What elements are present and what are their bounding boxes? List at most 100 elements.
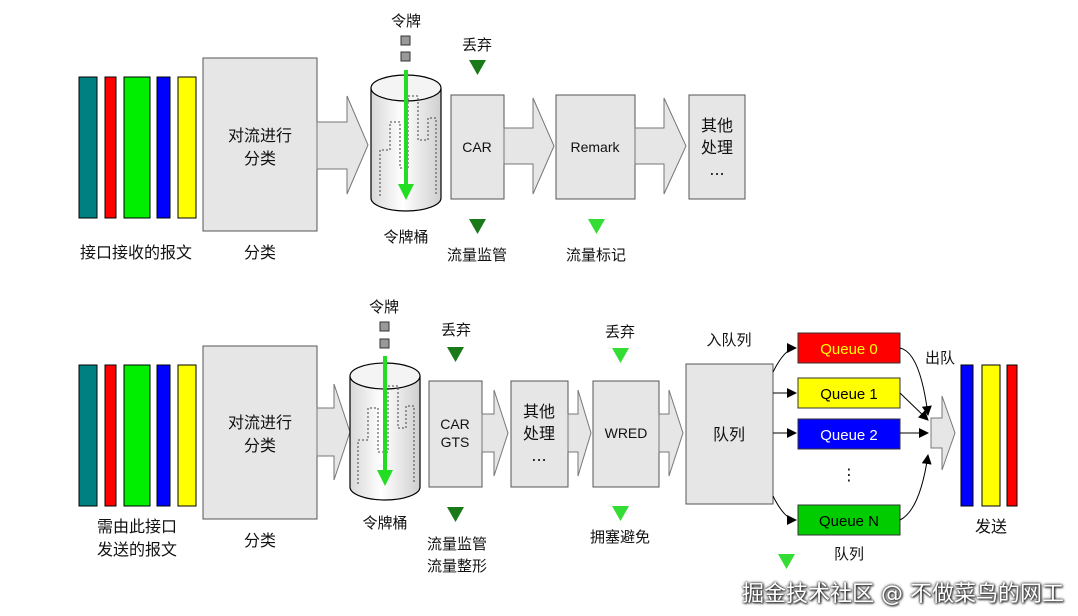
bottom-packets xyxy=(78,364,197,507)
bottom-flow-arrow-4 xyxy=(658,389,684,477)
enqueue-lines xyxy=(772,343,797,525)
queue-2 xyxy=(797,418,901,450)
bottom-discard-label-2: 丢弃 xyxy=(605,323,635,341)
packet-blue xyxy=(156,76,171,219)
bottom-flow-arrow-5 xyxy=(930,395,956,471)
top-flow-arrow-1 xyxy=(316,95,369,195)
sent-packets xyxy=(960,364,1018,507)
top-flow-arrow-2 xyxy=(503,97,555,195)
bottom-flow-arrow-1 xyxy=(316,383,351,481)
top-token-1 xyxy=(400,35,411,46)
bottom-token-label: 令牌 xyxy=(369,298,399,316)
bottom-queue-box-text: 队列 xyxy=(713,425,745,444)
bottom-discard-label-1: 丢弃 xyxy=(441,321,471,339)
top-other-text-3: ... xyxy=(709,160,724,179)
top-packets xyxy=(78,76,197,219)
bottom-flow-arrow-2 xyxy=(481,389,509,477)
bottom-wred-text: WRED xyxy=(605,425,648,441)
queue-list: Queue 0 Queue 1 Queue 2 ⋮ Queue N xyxy=(797,332,901,536)
top-flow-arrow-3 xyxy=(634,97,687,195)
bottom-car-text: CAR xyxy=(440,416,470,432)
top-policing-triangle xyxy=(469,219,486,234)
top-policing-label: 流量监管 xyxy=(447,246,507,264)
top-discard-triangle xyxy=(469,60,486,75)
queue-2-label: Queue 2 xyxy=(820,427,878,444)
queue-ellipsis: ⋮ xyxy=(841,465,857,484)
bottom-token-2 xyxy=(379,338,390,349)
bottom-wred-box xyxy=(592,380,660,488)
bottom-classify-text-2: 分类 xyxy=(244,436,276,455)
bottom-enqueue-label: 入队列 xyxy=(706,331,751,349)
bottom-token-1 xyxy=(379,321,390,332)
bottom-discard-triangle-2 xyxy=(612,348,629,363)
top-classify-text-1: 对流进行 xyxy=(228,126,292,145)
bottom-classify-box xyxy=(202,345,318,520)
bottom-car-gts-box xyxy=(428,380,483,488)
sent-packet-red xyxy=(1006,364,1018,507)
bottom-gts-text: GTS xyxy=(441,434,470,450)
top-car-box xyxy=(450,94,505,200)
top-car-text: CAR xyxy=(462,139,492,155)
packet-blue xyxy=(156,364,171,507)
queue-1 xyxy=(797,377,901,409)
top-bucket-label: 令牌桶 xyxy=(383,228,428,246)
bottom-token-bucket xyxy=(349,356,421,501)
bottom-flow-arrow-3 xyxy=(567,389,592,477)
bottom-packets-label-1: 需由此接口 xyxy=(97,517,177,536)
bottom-bucket-label: 令牌桶 xyxy=(362,514,407,532)
bottom-other-text-3: ... xyxy=(531,446,546,465)
bottom-discard-triangle-1 xyxy=(447,347,464,362)
top-remark-text: Remark xyxy=(570,139,620,155)
top-other-box xyxy=(688,94,746,200)
bottom-congestion-label: 拥塞避免 xyxy=(590,528,650,546)
top-classify-label: 分类 xyxy=(244,243,276,262)
bottom-queue-box xyxy=(685,363,774,505)
queue-0 xyxy=(797,332,901,364)
bottom-queue-label: 队列 xyxy=(834,545,864,563)
top-discard-label: 丢弃 xyxy=(462,36,492,54)
top-other-text-1: 其他 xyxy=(701,116,733,135)
top-marking-triangle xyxy=(588,219,605,234)
top-remark-box xyxy=(555,94,636,200)
packet-yellow xyxy=(177,76,197,219)
bottom-other-box xyxy=(510,380,569,488)
packet-yellow xyxy=(177,364,197,507)
queue-1-label: Queue 1 xyxy=(820,386,878,403)
sent-packet-yellow xyxy=(981,364,1001,507)
bottom-classify-label: 分类 xyxy=(244,531,276,550)
top-row: 接口接收的报文 对流进行 分类 分类 令牌 令牌桶 丢弃 CAR 流量监管 xyxy=(78,12,746,264)
bottom-packets-label-2: 发送的报文 xyxy=(97,540,177,559)
bottom-dequeue-label: 出队 xyxy=(925,349,955,367)
bottom-other-text-1: 其他 xyxy=(523,402,555,421)
bottom-classify-text-1: 对流进行 xyxy=(228,413,292,432)
bottom-congestion-triangle xyxy=(612,506,629,521)
packet-green xyxy=(123,76,151,219)
bottom-policing-label-2: 流量整形 xyxy=(427,557,487,575)
queue-n-label: Queue N xyxy=(819,513,879,530)
bottom-policing-triangle xyxy=(447,507,464,522)
top-packets-label: 接口接收的报文 xyxy=(80,243,192,262)
packet-teal xyxy=(78,76,98,219)
bottom-row: 需由此接口 发送的报文 对流进行 分类 分类 令牌 令牌桶 丢弃 CAR GTS… xyxy=(78,298,1018,575)
top-token-2 xyxy=(400,51,411,62)
top-other-text-2: 处理 xyxy=(701,138,733,157)
queue-0-label: Queue 0 xyxy=(820,341,878,358)
bottom-queue-triangle xyxy=(778,554,795,569)
top-marking-label: 流量标记 xyxy=(566,246,626,264)
packet-red xyxy=(104,364,117,507)
packet-green xyxy=(123,364,151,507)
packet-teal xyxy=(78,364,98,507)
bottom-policing-label-1: 流量监管 xyxy=(427,535,487,553)
packet-red xyxy=(104,76,117,219)
top-classify-box xyxy=(202,57,318,232)
bottom-send-label: 发送 xyxy=(975,517,1007,536)
dequeue-lines xyxy=(899,347,932,521)
sent-packet-blue xyxy=(960,364,974,507)
top-token-label: 令牌 xyxy=(391,12,421,30)
bottom-other-text-2: 处理 xyxy=(523,424,555,443)
watermark: 掘金技术社区 @ 不做菜鸟的网工 xyxy=(742,582,1064,607)
top-classify-text-2: 分类 xyxy=(244,149,276,168)
top-token-bucket xyxy=(370,70,442,212)
